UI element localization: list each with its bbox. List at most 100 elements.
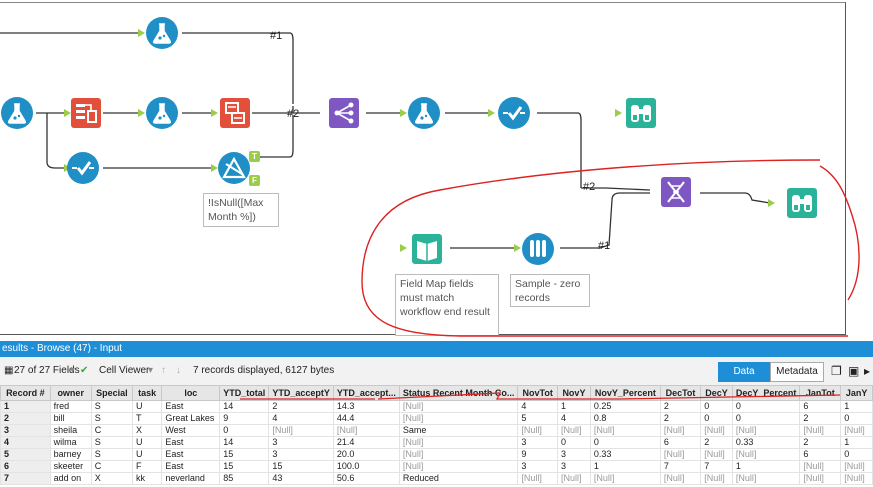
table-cell[interactable]: U xyxy=(131,400,163,413)
table-cell[interactable]: 14 xyxy=(219,436,270,449)
table-cell[interactable]: 3 xyxy=(556,448,591,461)
sample-tool-icon[interactable] xyxy=(522,233,554,265)
crosstab-tool-icon[interactable] xyxy=(70,97,102,129)
column-header[interactable]: DecY_Percent xyxy=(731,385,801,401)
table-cell[interactable]: 44.4 xyxy=(332,412,400,425)
table-cell[interactable]: [Null] xyxy=(332,424,400,437)
table-cell[interactable]: S xyxy=(90,412,133,425)
tab-data[interactable]: Data xyxy=(718,362,770,382)
table-cell[interactable]: 2 xyxy=(659,400,702,413)
column-header[interactable]: JanY xyxy=(840,385,873,401)
table-cell[interactable]: [Null] xyxy=(659,472,702,485)
table-cell[interactable]: 0 xyxy=(589,436,661,449)
table-cell[interactable]: skeeter xyxy=(49,460,92,473)
table-cell[interactable]: S xyxy=(90,400,133,413)
table-cell[interactable]: 6 xyxy=(799,400,842,413)
table-cell[interactable]: 0.25 xyxy=(589,400,661,413)
arrow-down-icon[interactable]: ↓ xyxy=(176,365,181,376)
table-cell[interactable]: 0.33 xyxy=(589,448,661,461)
table-cell[interactable]: Same xyxy=(398,424,519,437)
table-cell[interactable]: X xyxy=(90,472,133,485)
table-cell[interactable]: East xyxy=(161,400,221,413)
table-cell[interactable]: 43 xyxy=(268,472,334,485)
table-cell[interactable]: barney xyxy=(49,448,92,461)
table-cell[interactable]: 1 xyxy=(589,460,661,473)
table-cell[interactable]: 2 xyxy=(799,412,842,425)
save-icon[interactable]: ▣ xyxy=(848,364,860,378)
table-cell[interactable]: 5 xyxy=(517,412,558,425)
table-cell[interactable]: 100.0 xyxy=(332,460,400,473)
table-cell[interactable]: 15 xyxy=(219,448,270,461)
table-cell[interactable]: [Null] xyxy=(556,424,591,437)
select-tool-icon[interactable] xyxy=(498,97,530,129)
table-cell[interactable]: 9 xyxy=(219,412,270,425)
table-cell[interactable]: 14 xyxy=(219,400,270,413)
browse-tool-icon[interactable] xyxy=(625,97,657,129)
table-cell[interactable]: 3 xyxy=(556,460,591,473)
table-cell[interactable]: bill xyxy=(49,412,92,425)
formula-tool-icon[interactable] xyxy=(146,17,178,49)
table-cell[interactable]: 2 xyxy=(700,436,733,449)
table-cell[interactable]: 0 xyxy=(840,412,873,425)
table-cell[interactable]: [Null] xyxy=(840,460,873,473)
column-header[interactable]: NovY xyxy=(556,385,591,401)
table-cell[interactable]: F xyxy=(131,460,163,473)
column-header[interactable]: DecTot xyxy=(659,385,702,401)
text-input-tool-icon[interactable] xyxy=(411,233,443,265)
table-cell[interactable]: add on xyxy=(49,472,92,485)
table-cell[interactable]: [Null] xyxy=(799,460,842,473)
table-cell[interactable]: 3 xyxy=(517,436,558,449)
table-cell[interactable]: [Null] xyxy=(659,424,702,437)
column-header[interactable]: Special xyxy=(90,385,133,401)
table-cell[interactable]: 21.4 xyxy=(332,436,400,449)
table-cell[interactable]: neverland xyxy=(161,472,221,485)
table-cell[interactable]: Great Lakes xyxy=(161,412,221,425)
table-cell[interactable]: 50.6 xyxy=(332,472,400,485)
table-cell[interactable]: 14.3 xyxy=(332,400,400,413)
table-cell[interactable]: [Null] xyxy=(398,436,519,449)
formula-tool-icon[interactable] xyxy=(408,97,440,129)
table-cell[interactable]: [Null] xyxy=(799,472,842,485)
column-header[interactable]: NovY_Percent xyxy=(589,385,661,401)
table-cell[interactable]: [Null] xyxy=(799,424,842,437)
column-header[interactable]: DecY xyxy=(700,385,733,401)
filter-tool-icon[interactable] xyxy=(218,152,250,184)
browse-tool-icon[interactable] xyxy=(786,187,818,219)
table-cell[interactable]: [Null] xyxy=(840,472,873,485)
column-header[interactable]: NovTot xyxy=(517,385,558,401)
table-cell[interactable]: 6 xyxy=(799,448,842,461)
workflow-canvas[interactable]: T F #1 #2 #2 #1 !IsNull([Max Month %]) F… xyxy=(0,0,873,340)
column-header[interactable]: YTD_accept... xyxy=(332,385,400,401)
column-header[interactable]: YTD_total xyxy=(219,385,270,401)
record-number-cell[interactable]: 1 xyxy=(0,400,51,413)
table-cell[interactable]: 1 xyxy=(731,460,801,473)
record-number-cell[interactable]: 2 xyxy=(0,412,51,425)
table-cell[interactable]: 3 xyxy=(517,460,558,473)
table-cell[interactable]: [Null] xyxy=(700,448,733,461)
table-cell[interactable]: S xyxy=(90,436,133,449)
table-cell[interactable]: 1 xyxy=(840,400,873,413)
table-cell[interactable]: [Null] xyxy=(589,472,661,485)
table-cell[interactable]: fred xyxy=(49,400,92,413)
filter-true-anchor[interactable]: T xyxy=(249,151,260,162)
record-number-cell[interactable]: 7 xyxy=(0,472,51,485)
record-number-cell[interactable]: 6 xyxy=(0,460,51,473)
table-cell[interactable]: 2 xyxy=(268,400,334,413)
table-cell[interactable]: 7 xyxy=(700,460,733,473)
table-cell[interactable]: 2 xyxy=(659,412,702,425)
table-cell[interactable]: [Null] xyxy=(398,412,519,425)
table-cell[interactable]: [Null] xyxy=(398,460,519,473)
table-cell[interactable]: 9 xyxy=(517,448,558,461)
column-header[interactable]: owner xyxy=(49,385,92,401)
column-header[interactable]: loc xyxy=(161,385,221,401)
tab-metadata[interactable]: Metadata xyxy=(770,362,824,382)
table-cell[interactable]: X xyxy=(131,424,163,437)
table-cell[interactable]: 20.0 xyxy=(332,448,400,461)
table-cell[interactable]: U xyxy=(131,448,163,461)
chevron-down-icon[interactable]: ▾ xyxy=(70,365,76,376)
table-cell[interactable]: [Null] xyxy=(840,424,873,437)
